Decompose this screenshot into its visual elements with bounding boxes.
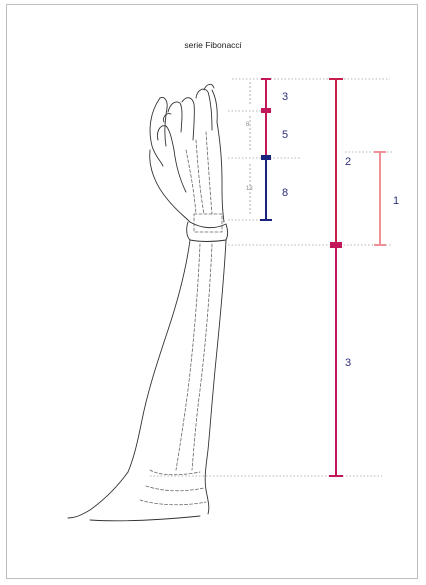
label-hand-3: 3: [282, 91, 288, 103]
svg-text:13: 13: [246, 186, 253, 192]
svg-text:8: 8: [246, 122, 250, 128]
label-hand-8: 8: [282, 187, 288, 199]
guide-lines: [150, 79, 392, 476]
bar-hand-5: [261, 108, 271, 158]
bar-span-1: [374, 152, 386, 245]
label-palm-2: 2: [345, 156, 351, 168]
bar-forearm-3: [329, 242, 343, 476]
label-forearm-3: 3: [345, 357, 351, 369]
ruler-marks: 8 13: [246, 82, 253, 214]
label-hand-5: 5: [282, 129, 288, 141]
arm-sketch: [68, 84, 228, 520]
bar-hand-3: [261, 79, 271, 111]
label-span-1: 1: [393, 195, 399, 207]
bar-hand-8: [260, 155, 272, 220]
bar-palm-2: [329, 79, 343, 245]
